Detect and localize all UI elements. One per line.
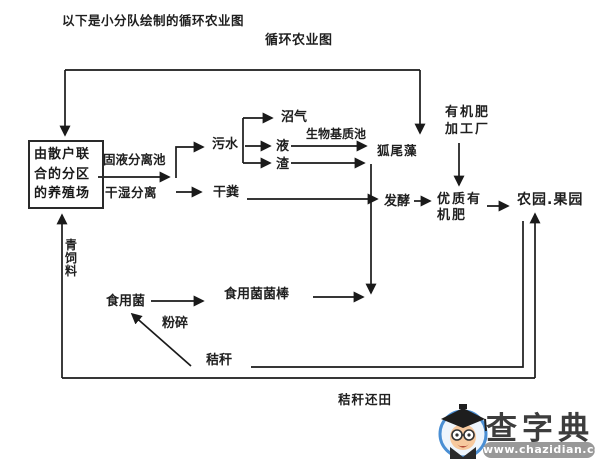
node-fertilizer-factory: 有机肥 加工厂 <box>445 105 491 137</box>
watermark-brand: 查字典 <box>486 411 594 447</box>
label-green-fodder: 青 饲 料 <box>65 238 78 279</box>
label-straw-return: 秸秆还田 <box>338 392 393 407</box>
node-liquid: 液 <box>276 139 290 154</box>
node-residue: 渣 <box>276 157 290 172</box>
watermark-url: www.chazidian.com <box>483 442 600 458</box>
node-dry-manure: 干粪 <box>213 185 240 200</box>
edge-corner-to-sewage <box>175 141 205 178</box>
edge-straw-return <box>251 221 524 368</box>
edge-straw-to-fungus <box>130 312 192 367</box>
node-straw: 秸秆 <box>206 353 233 368</box>
label-dry-wet-separation: 干湿分离 <box>105 185 158 200</box>
node-biogas: 沼气 <box>281 110 308 125</box>
node-farm-orchard: 农园.果园 <box>517 192 584 208</box>
label-crush: 粉碎 <box>162 316 189 331</box>
node-fungus-stick: 食用菌菌棒 <box>224 287 290 302</box>
caption: 以下是小分队绘制的循环农业图 <box>62 13 245 28</box>
watermark-chazidian: 查字典 www.chazidian.com <box>436 397 600 463</box>
node-edible-fungus: 食用菌 <box>106 294 146 309</box>
node-farm: 由散户联合的分区的养殖场 <box>28 140 104 209</box>
mascot-icon <box>438 404 488 459</box>
label-solid-liquid-pool: 固液分离池 <box>103 152 166 167</box>
node-algae: 狐尾藻 <box>377 143 418 158</box>
node-ferment: 发酵 <box>384 194 411 209</box>
node-sewage: 污水 <box>212 137 239 152</box>
label-bio-substrate-pool: 生物基质池 <box>306 127 367 141</box>
node-quality-fertilizer: 优质有 机肥 <box>437 192 483 224</box>
diagram-title: 循环农业图 <box>265 33 333 48</box>
